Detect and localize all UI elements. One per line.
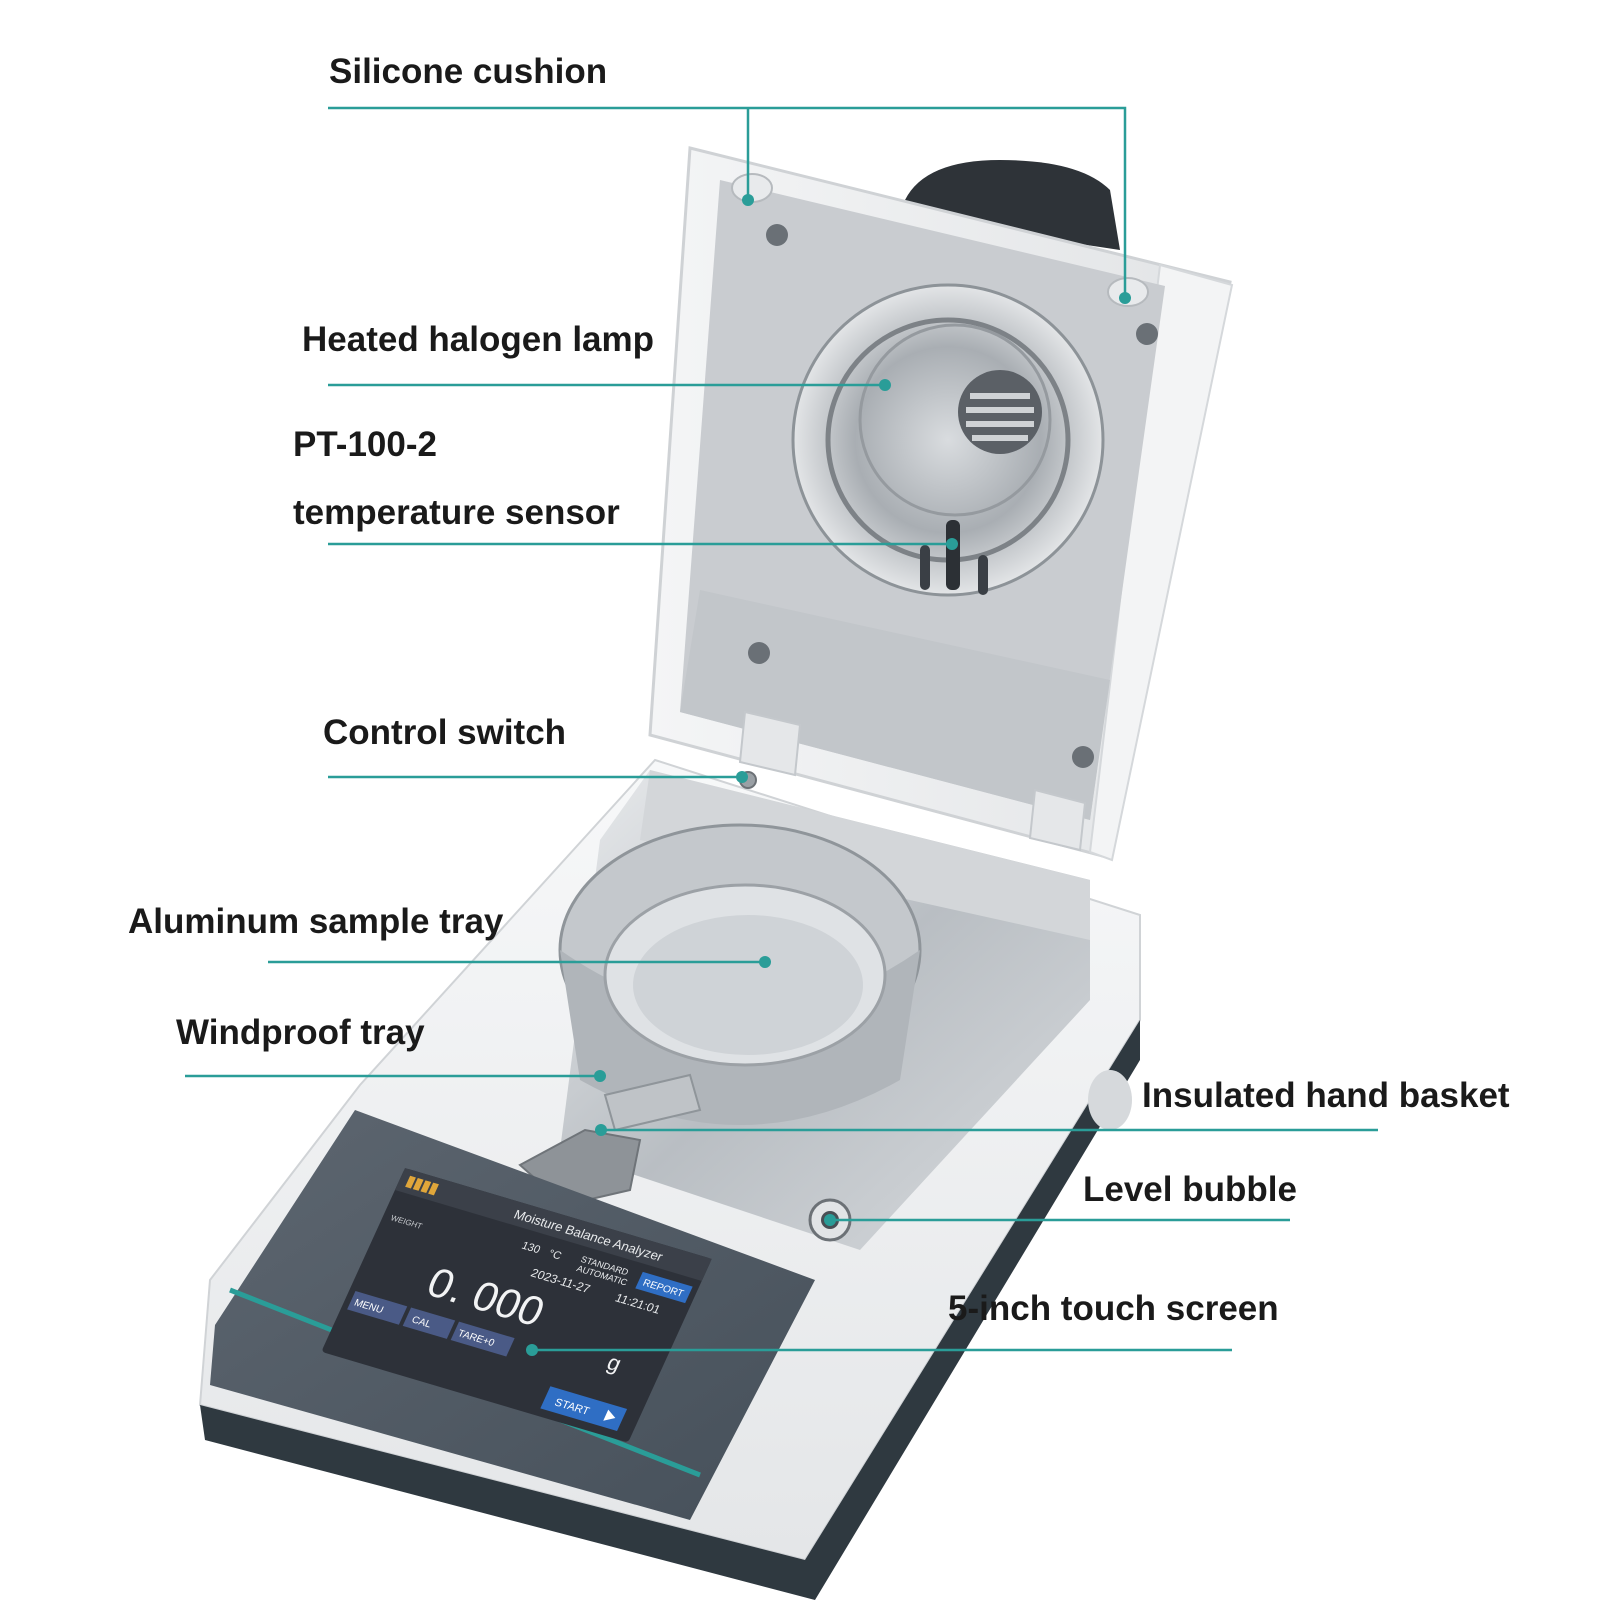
battery-icon bbox=[405, 1175, 439, 1196]
label-halogen-lamp: Heated halogen lamp bbox=[302, 320, 655, 359]
cal-button-label: CAL bbox=[410, 1315, 434, 1331]
label-temp-sensor: temperature sensor bbox=[293, 493, 620, 532]
label-touch-screen: 5-inch touch screen bbox=[948, 1289, 1279, 1328]
label-windproof-tray: Windproof tray bbox=[176, 1013, 425, 1052]
lid-hinge bbox=[1028, 788, 1087, 852]
touch-screen: Moisture Balance Analyzer 130 °C STANDAR… bbox=[322, 1168, 712, 1442]
lid-inner-lower bbox=[680, 590, 1110, 820]
lid-hinge bbox=[738, 710, 802, 777]
lamp-reflector bbox=[791, 283, 1105, 597]
screen-temp-unit: °C bbox=[546, 1248, 563, 1262]
cal-button[interactable] bbox=[402, 1307, 456, 1339]
lid-handle bbox=[905, 160, 1120, 250]
label-temp-sensor-model: PT-100-2 bbox=[293, 425, 437, 464]
chamber-back-wall bbox=[640, 770, 1090, 940]
screw-hole bbox=[1136, 323, 1158, 345]
screw-hole bbox=[766, 224, 788, 246]
label-level-bubble: Level bubble bbox=[1083, 1170, 1297, 1209]
label-hand-basket: Insulated hand basket bbox=[1142, 1076, 1510, 1115]
label-aluminum-tray: Aluminum sample tray bbox=[128, 902, 504, 941]
play-icon bbox=[603, 1409, 616, 1421]
aluminum-sample-tray-inner bbox=[633, 915, 863, 1055]
lid-side bbox=[1088, 263, 1234, 862]
menu-button[interactable] bbox=[347, 1290, 408, 1325]
screw-hole bbox=[1072, 746, 1094, 768]
leader-lines bbox=[185, 106, 1378, 1352]
temperature-sensor bbox=[920, 520, 988, 595]
label-silicone-cushion: Silicone cushion bbox=[329, 52, 608, 91]
leader-dots bbox=[526, 194, 1131, 1356]
vent-slots bbox=[966, 393, 1034, 441]
screen-temperature: 130 bbox=[520, 1240, 543, 1256]
silicone-cushion bbox=[1107, 277, 1149, 307]
hand-basket-arm bbox=[603, 1073, 702, 1132]
label-control-switch: Control switch bbox=[323, 713, 567, 752]
halogen-lamp-ring-inner bbox=[858, 323, 1052, 517]
leader-silicone-cushion bbox=[328, 106, 1127, 298]
report-button[interactable] bbox=[635, 1271, 693, 1304]
base-foot bbox=[1088, 1070, 1132, 1130]
tare-button[interactable] bbox=[450, 1321, 515, 1357]
screw-hole bbox=[748, 642, 770, 664]
